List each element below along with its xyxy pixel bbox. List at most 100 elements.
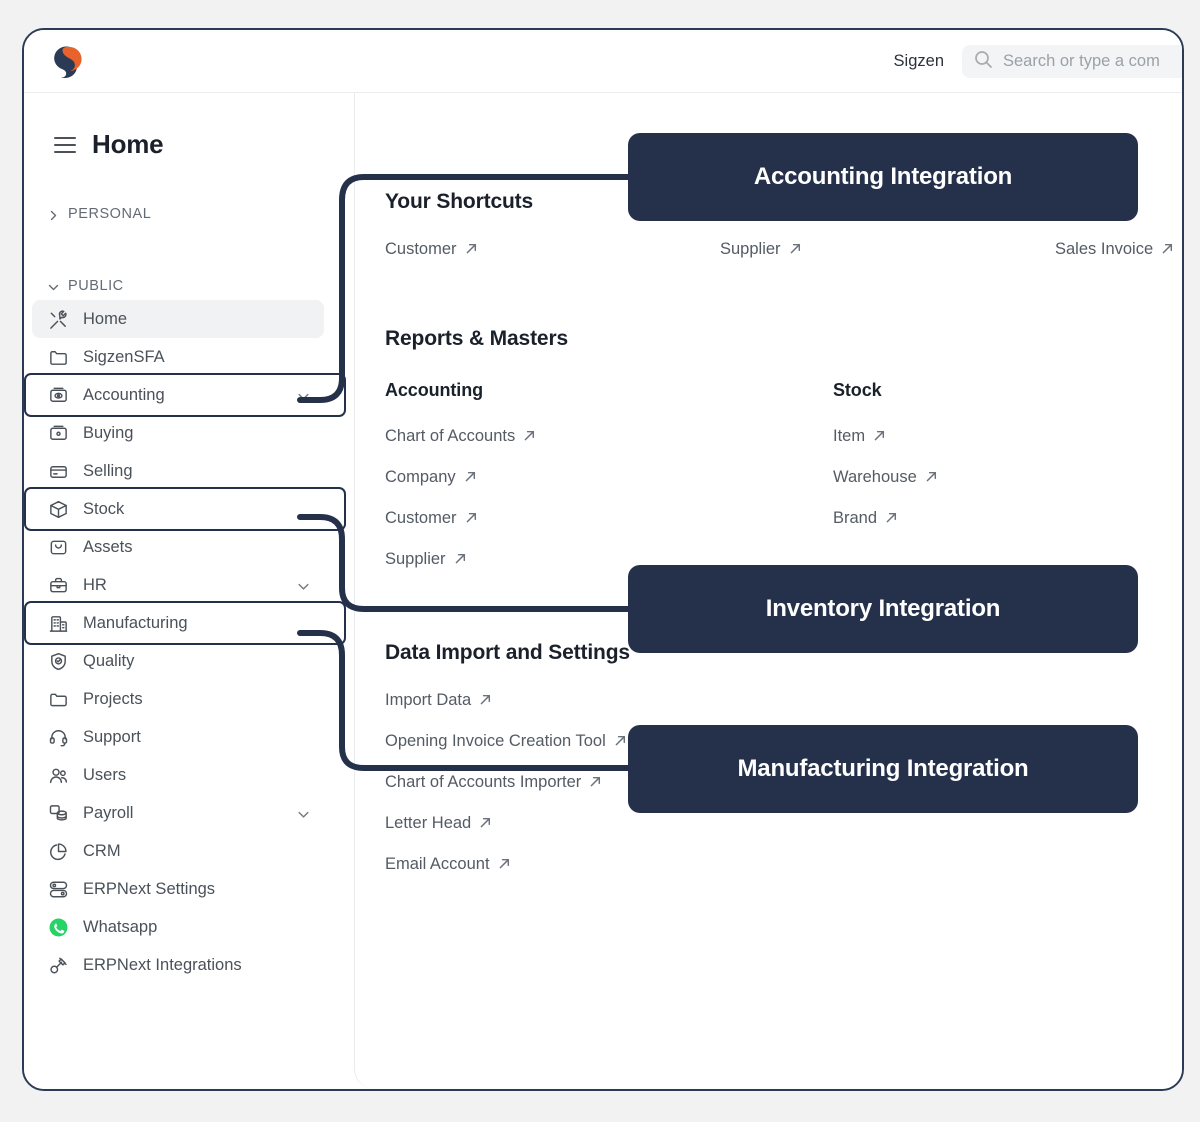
reports-masters-link[interactable]: Item	[833, 427, 1150, 446]
arrow-up-right-icon	[1161, 242, 1174, 257]
sidebar-item-assets[interactable]: Assets	[32, 528, 324, 566]
folder-open-icon	[48, 689, 69, 710]
sidebar-item-label: Stock	[83, 499, 125, 518]
sidebar-item-label: HR	[83, 575, 107, 594]
sidebar-item-label: Users	[83, 765, 127, 784]
sidebar-item-label: ERPNext Settings	[83, 879, 216, 898]
arrow-up-right-icon	[523, 429, 536, 444]
search-input[interactable]	[1003, 52, 1182, 71]
sidebar-item-hr[interactable]: HR	[32, 566, 324, 604]
reports-masters-link[interactable]: Company	[385, 468, 833, 487]
sidebar-group-label: PUBLIC	[68, 278, 124, 294]
sidebar-item-label: Payroll	[83, 803, 134, 822]
sidebar-item-label: Whatsapp	[83, 917, 158, 936]
sigzen-logo-icon[interactable]	[46, 40, 88, 82]
card-icon	[48, 461, 69, 482]
arrow-up-right-icon	[885, 511, 898, 526]
link-label: Supplier	[720, 240, 781, 258]
shortcut-link[interactable]: Supplier	[720, 240, 1055, 259]
data-import-link[interactable]: Import Data	[385, 691, 1150, 710]
arrow-up-right-icon	[873, 429, 886, 444]
sidebar-item-sigzensfa[interactable]: SigzenSFA	[32, 338, 324, 376]
bag-icon	[48, 537, 69, 558]
sidebar-item-stock[interactable]: Stock	[24, 487, 346, 531]
sidebar-item-label: Accounting	[83, 385, 165, 404]
briefcase-icon	[48, 575, 69, 596]
sidebar-item-users[interactable]: Users	[32, 756, 324, 794]
data-import-link[interactable]: Letter Head	[385, 814, 1150, 833]
chevron-down-icon[interactable]	[297, 389, 310, 402]
sidebar-item-label: Buying	[83, 423, 134, 442]
sidebar-item-home[interactable]: Home	[32, 300, 324, 338]
sidebar-item-selling[interactable]: Selling	[32, 452, 324, 490]
chevron-down-icon[interactable]	[297, 579, 310, 592]
link-label: Import Data	[385, 691, 472, 709]
shortcuts-link-grid: Customer Supplier Sales Invoice	[385, 240, 1173, 259]
box-icon	[48, 499, 69, 520]
callout-manufacturing-integration: Manufacturing Integration	[628, 725, 1138, 813]
column-heading: Accounting	[385, 380, 483, 400]
payroll-icon	[48, 803, 69, 824]
global-search[interactable]	[962, 45, 1182, 78]
sidebar-item-erpnext-settings[interactable]: ERPNext Settings	[32, 870, 324, 908]
page-header: Home	[24, 93, 354, 160]
link-label: Chart of Accounts	[385, 427, 516, 445]
sidebar-item-label: CRM	[83, 841, 121, 860]
accounting-icon	[48, 385, 69, 406]
data-import-link[interactable]: Chart of Accounts Importer	[385, 773, 1150, 792]
link-label: Chart of Accounts Importer	[385, 773, 582, 791]
whatsapp-icon	[48, 917, 69, 938]
shortcut-link[interactable]: Sales Invoice	[1055, 240, 1176, 259]
shortcut-link[interactable]: Customer	[385, 240, 720, 259]
sidebar-item-label: Home	[83, 309, 128, 328]
link-label: Letter Head	[385, 814, 472, 832]
arrow-up-right-icon	[465, 511, 478, 526]
arrow-up-right-icon	[925, 470, 938, 485]
sidebar-item-crm[interactable]: CRM	[32, 832, 324, 870]
top-bar: Sigzen	[24, 30, 1182, 93]
organization-name[interactable]: Sigzen	[893, 52, 944, 70]
link-label: Customer	[385, 240, 457, 258]
pie-chart-icon	[48, 841, 69, 862]
chevron-down-icon	[48, 281, 59, 292]
chevron-right-icon	[48, 209, 59, 220]
data-import-link[interactable]: Email Account	[385, 855, 1150, 874]
callout-inventory-integration: Inventory Integration	[628, 565, 1138, 653]
sidebar-item-manufacturing[interactable]: Manufacturing	[24, 601, 346, 645]
sidebar-item-quality[interactable]: Quality	[32, 642, 324, 680]
arrow-up-right-icon	[789, 242, 802, 257]
link-label: Warehouse	[833, 468, 917, 486]
reports-masters-link[interactable]: Chart of Accounts	[385, 427, 833, 446]
arrow-up-right-icon	[589, 775, 602, 790]
sidebar-item-label: Manufacturing	[83, 613, 188, 632]
link-label: Sales Invoice	[1055, 240, 1154, 258]
reports-masters-link[interactable]: Customer	[385, 509, 833, 528]
sidebar-group-public[interactable]: PUBLIC	[24, 278, 354, 294]
shield-check-icon	[48, 651, 69, 672]
sidebar-group-label: PERSONAL	[68, 206, 152, 222]
link-label: Supplier	[385, 550, 446, 568]
sidebar-item-label: Selling	[83, 461, 133, 480]
link-label: Opening Invoice Creation Tool	[385, 732, 606, 750]
reports-masters-link[interactable]: Warehouse	[833, 468, 1150, 487]
chevron-down-icon[interactable]	[297, 807, 310, 820]
sidebar-group-personal[interactable]: PERSONAL	[24, 206, 354, 222]
sidebar-item-buying[interactable]: Buying	[32, 414, 324, 452]
link-label: Customer	[385, 509, 457, 527]
sidebar-item-erpnext-integrations[interactable]: ERPNext Integrations	[32, 946, 324, 984]
sidebar-item-whatsapp[interactable]: Whatsapp	[32, 908, 324, 946]
sidebar-item-projects[interactable]: Projects	[32, 680, 324, 718]
arrow-up-right-icon	[498, 857, 511, 872]
arrow-up-right-icon	[454, 552, 467, 567]
plug-icon	[48, 955, 69, 976]
sidebar-item-payroll[interactable]: Payroll	[32, 794, 324, 832]
reports-masters-link[interactable]: Brand	[833, 509, 1150, 528]
hamburger-icon[interactable]	[54, 136, 76, 153]
arrow-up-right-icon	[479, 816, 492, 831]
sidebar-item-accounting[interactable]: Accounting	[24, 373, 346, 417]
sidebar-item-label: Quality	[83, 651, 135, 670]
sidebar-item-support[interactable]: Support	[32, 718, 324, 756]
users-icon	[48, 765, 69, 786]
